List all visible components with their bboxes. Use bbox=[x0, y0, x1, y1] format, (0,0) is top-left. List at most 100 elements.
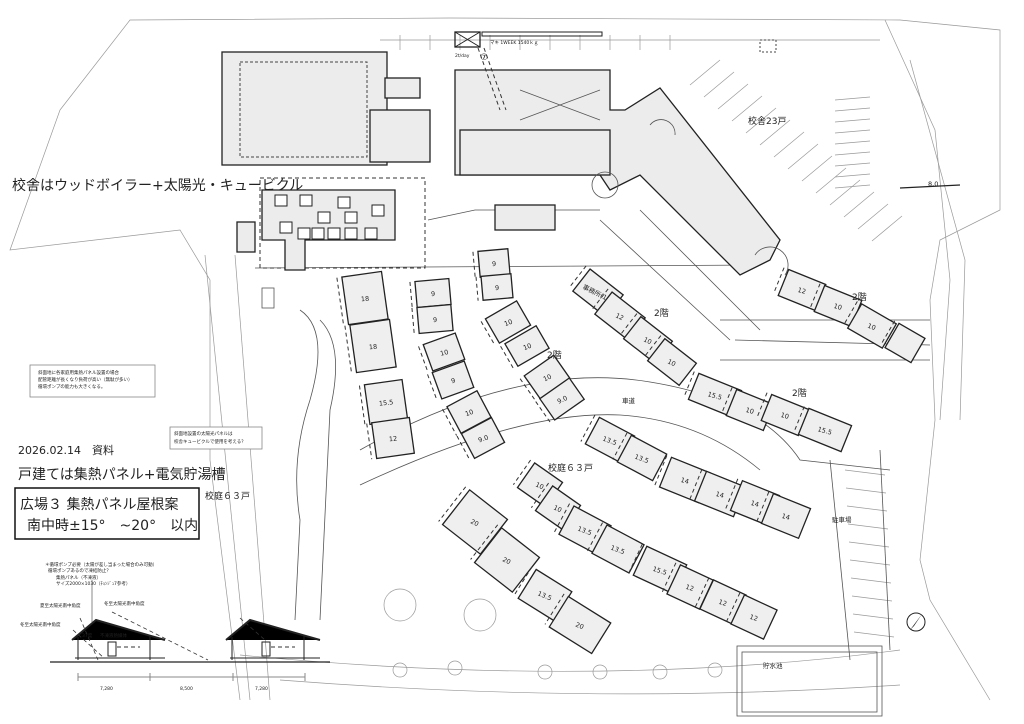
unit-eave-line bbox=[512, 459, 531, 485]
housing-unit: 9 bbox=[411, 303, 454, 335]
boiler-building bbox=[236, 177, 426, 309]
floor2-label: 2階 bbox=[852, 292, 867, 303]
unit-area-label: 15.5 bbox=[378, 398, 393, 407]
unit-eave-line bbox=[689, 469, 703, 500]
housing-unit: 9 bbox=[472, 248, 511, 278]
unit-outline bbox=[730, 594, 778, 640]
north-arrow-icon bbox=[906, 612, 926, 632]
plaza-box-line2: 南中時±15° ~20° 以内 bbox=[27, 518, 198, 534]
unit-area-label: 20 bbox=[501, 555, 512, 566]
unit-eave-line bbox=[773, 267, 785, 294]
parking-stall-line bbox=[731, 95, 763, 122]
unit-outline bbox=[416, 303, 454, 335]
roof-pitch-label: 37度 bbox=[82, 632, 93, 639]
housing-unit: 13.5 bbox=[587, 522, 645, 574]
unit-area-label: 10 bbox=[542, 373, 553, 384]
tree-icon bbox=[383, 588, 417, 622]
housing-unit: 13.5 bbox=[513, 566, 573, 622]
unit-area-label: 15.5 bbox=[707, 390, 723, 402]
note-line: 斜面地に各家庭用集熱パネル設置の場合 bbox=[38, 369, 119, 376]
parking-stall-line bbox=[847, 523, 889, 530]
unit-area-label: 20 bbox=[574, 621, 585, 632]
unit-outline bbox=[591, 524, 645, 574]
unit-eave-line bbox=[654, 455, 668, 486]
housing-unit: 14 bbox=[756, 491, 812, 540]
unit-area-label: 10 bbox=[666, 357, 677, 368]
boiler-unit bbox=[299, 194, 313, 207]
unit-area-label: 10 bbox=[522, 342, 533, 352]
note-line: 斜面地設置の太陽光パネルは bbox=[174, 430, 233, 437]
unit-eave-line bbox=[513, 566, 533, 596]
unit-eave-line bbox=[694, 577, 710, 607]
housing-unit: 10 bbox=[442, 389, 492, 436]
unit-outline bbox=[473, 526, 541, 594]
unit-area-label: 12 bbox=[614, 311, 625, 322]
wood-rate-label: 2t/day bbox=[455, 53, 470, 59]
unit-eave-line bbox=[587, 522, 603, 552]
unit-eave-line bbox=[442, 408, 458, 436]
unit-area-label: 9.0 bbox=[477, 433, 489, 444]
unit-eave-line bbox=[535, 401, 552, 424]
unit-outline bbox=[349, 318, 397, 374]
school-units-label: 校舎23戸 bbox=[748, 115, 786, 127]
unit-area-label: 12 bbox=[797, 286, 807, 296]
parking-stall-line bbox=[845, 487, 887, 494]
housing-unit: 12 bbox=[725, 592, 778, 640]
unit-eave-line bbox=[725, 478, 739, 509]
unit-area-label: 12 bbox=[718, 598, 728, 608]
parking-label: 駐車場 bbox=[832, 515, 852, 524]
boiler-unit bbox=[327, 227, 341, 240]
unit-eave-line bbox=[554, 503, 570, 533]
courtyard-units-side-label: 校庭６３戸 bbox=[205, 490, 250, 502]
winter-angle-left-label: 冬至太陽光南中角度 bbox=[20, 621, 61, 628]
unit-eave-line bbox=[470, 524, 499, 560]
unit-area-label: 10 bbox=[464, 408, 474, 418]
reservoir bbox=[736, 645, 883, 717]
unit-area-label: 14 bbox=[715, 490, 725, 500]
section-note: ＊循環ポンプ必要（太陽が差し当まった場合のみ可動） bbox=[45, 561, 157, 568]
parking-stall-line bbox=[773, 131, 805, 158]
unit-area-label: 10 bbox=[745, 406, 755, 416]
housing-unit: 12 bbox=[661, 562, 714, 610]
section-note: 集熱パネル（不凍液） bbox=[56, 574, 101, 581]
parking-stall-line bbox=[857, 203, 889, 230]
unit-eave-line bbox=[344, 325, 353, 374]
plaza-box-line1: 広場３ 集熱パネル屋根案 bbox=[20, 496, 178, 513]
reservoir-label: 貯水池 bbox=[763, 661, 783, 670]
unit-area-label: 12 bbox=[389, 435, 398, 444]
unit-outline bbox=[646, 337, 698, 387]
reservoir-inner bbox=[741, 651, 878, 713]
unit-outline bbox=[431, 360, 475, 400]
parking-stall-line bbox=[834, 107, 871, 112]
parking-stall-line bbox=[850, 577, 892, 584]
winter-angle-label: 冬至太陽光南中角度 bbox=[104, 600, 145, 607]
unit-area-label: 10 bbox=[503, 318, 514, 328]
trees bbox=[383, 588, 723, 680]
unit-area-label: 12 bbox=[685, 583, 695, 593]
parking-stall-line bbox=[717, 83, 749, 110]
unit-eave-line bbox=[366, 423, 373, 460]
unit-area-label: 10 bbox=[833, 302, 843, 312]
parking-stall-line bbox=[848, 541, 890, 548]
unit-area-label: 9 bbox=[431, 290, 436, 298]
unit-area-label: 14 bbox=[781, 512, 791, 522]
unit-eave-line bbox=[721, 387, 733, 414]
note-line: 循環ポンプの能力も大きくなる。 bbox=[38, 383, 105, 390]
parking-stall-line bbox=[834, 118, 871, 123]
tank-label: 不凍液熱媒体 bbox=[100, 632, 127, 639]
unit-eave-line bbox=[358, 385, 366, 426]
housing-unit: 18 bbox=[344, 318, 397, 374]
unit-eave-line bbox=[475, 276, 479, 301]
tree-icon bbox=[707, 662, 723, 678]
wood-storage bbox=[454, 31, 777, 111]
wood-marker: ⑦ bbox=[480, 53, 488, 63]
parking-stall-line bbox=[871, 215, 903, 242]
parking-stall-line bbox=[759, 119, 791, 146]
houses-heading: 戸建ては集熱パネル+電気貯湯槽 bbox=[18, 466, 225, 483]
unit-outline bbox=[616, 434, 668, 482]
unit-area-label: 18 bbox=[361, 295, 370, 304]
unit-area-label: 9 bbox=[492, 260, 497, 268]
parking-stall-line bbox=[834, 96, 871, 101]
tree-icon bbox=[652, 664, 668, 680]
parking-stall-line bbox=[846, 505, 888, 512]
